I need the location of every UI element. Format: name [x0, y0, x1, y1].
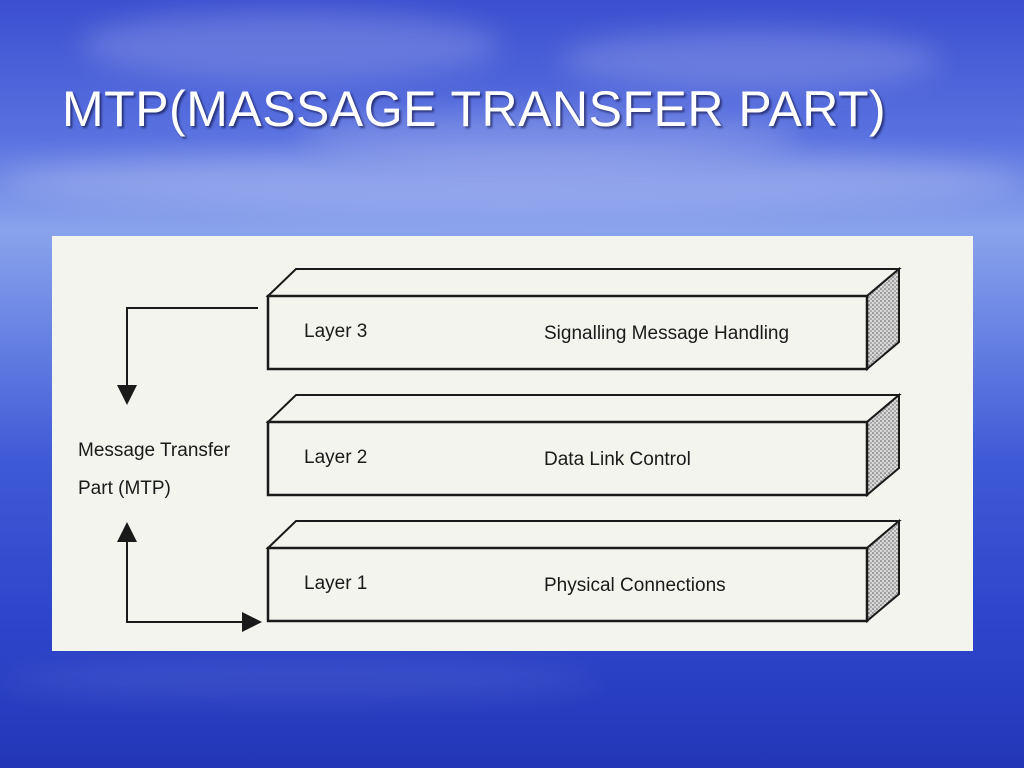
diagram-canvas: Message Transfer Part (MTP) Layer 3 Sign… — [78, 266, 902, 632]
layer-1-function: Physical Connections — [544, 575, 726, 596]
layer-2-box — [265, 392, 902, 498]
layer-3-name: Layer 3 — [304, 321, 367, 342]
mtp-layer-diagram: Message Transfer Part (MTP) Layer 3 Sign… — [52, 236, 973, 651]
mtp-bracket-arrows — [117, 307, 262, 632]
layer-1-name: Layer 1 — [304, 573, 367, 594]
bottom-bracket-arrow — [126, 532, 262, 632]
slide-title: MTP(MASSAGE TRANSFER PART) — [62, 81, 887, 137]
layer-3-function: Signalling Message Handling — [544, 323, 789, 344]
layer-3-box — [265, 266, 902, 372]
layer-2-name: Layer 2 — [304, 447, 367, 468]
layer-1-box — [265, 518, 902, 624]
top-bracket-arrow — [117, 307, 258, 405]
layer-2-function: Data Link Control — [544, 449, 691, 470]
side-label-line1: Message Transfer — [78, 440, 231, 461]
side-label-line2: Part (MTP) — [78, 478, 171, 499]
